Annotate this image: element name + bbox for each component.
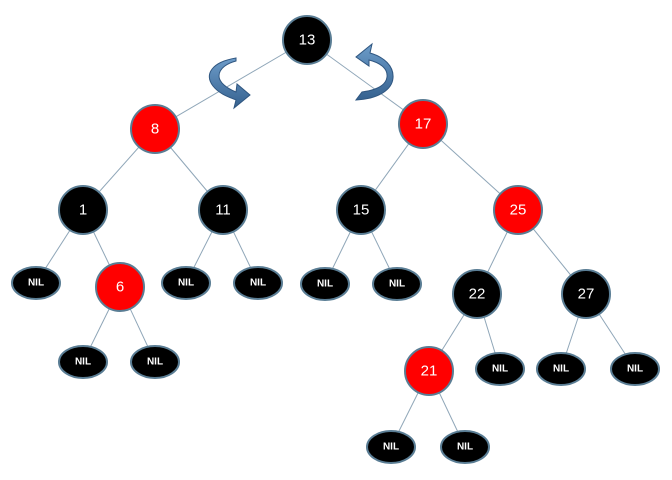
- rotation-arrows: [208, 42, 394, 110]
- black-node-circle: [561, 269, 611, 319]
- tree-node-n8: 8: [130, 104, 180, 154]
- node-label: 25: [510, 202, 527, 219]
- node-label: NIL: [250, 278, 266, 289]
- black-node-circle: [452, 269, 502, 319]
- black-node-circle: [610, 352, 660, 386]
- node-label: NIL: [178, 278, 194, 289]
- nil-leaf-nil27a: NIL: [536, 352, 586, 386]
- red-node-circle: [130, 104, 180, 154]
- nil-leaf-nil15b: NIL: [372, 267, 422, 301]
- node-label: 15: [353, 202, 370, 219]
- black-node-circle: [366, 430, 416, 464]
- node-label: 27: [578, 286, 595, 303]
- node-label: 8: [151, 121, 159, 138]
- nil-leaf-nil11a: NIL: [161, 266, 211, 300]
- red-node-circle: [404, 346, 454, 396]
- black-node-circle: [372, 267, 422, 301]
- edge-n13-n8: [154, 39, 308, 130]
- node-label: NIL: [457, 442, 473, 453]
- node-label: 17: [415, 116, 432, 133]
- black-node-circle: [130, 345, 180, 379]
- red-node-circle: [95, 262, 145, 312]
- black-node-circle: [282, 15, 332, 65]
- tree-node-n22: 22: [452, 269, 502, 319]
- node-label: 22: [469, 286, 486, 303]
- edges-layer: [35, 39, 636, 448]
- nil-leaf-nil6b: NIL: [130, 345, 180, 379]
- node-label: NIL: [492, 364, 508, 375]
- tree-node-n21: 21: [404, 346, 454, 396]
- node-label: NIL: [28, 278, 44, 289]
- red-node-circle: [398, 99, 448, 149]
- nil-leaf-nil1a: NIL: [11, 266, 61, 300]
- rotate-right-icon: [354, 42, 394, 101]
- tree-node-n6: 6: [95, 262, 145, 312]
- black-node-circle: [300, 267, 350, 301]
- tree-node-n11: 11: [198, 185, 248, 235]
- tree-node-n13: 13: [282, 15, 332, 65]
- nil-leaf-nil22b: NIL: [475, 352, 525, 386]
- node-label: 6: [116, 279, 124, 296]
- tree-node-n25: 25: [493, 185, 543, 235]
- nil-leaf-nil21a: NIL: [366, 430, 416, 464]
- node-label: NIL: [553, 364, 569, 375]
- nil-leaf-nil6a: NIL: [58, 345, 108, 379]
- node-label: NIL: [389, 279, 405, 290]
- tree-node-n27: 27: [561, 269, 611, 319]
- red-node-circle: [493, 185, 543, 235]
- black-node-circle: [475, 352, 525, 386]
- black-node-circle: [58, 185, 108, 235]
- black-node-circle: [161, 266, 211, 300]
- nil-leaf-nil27b: NIL: [610, 352, 660, 386]
- node-label: 1: [79, 202, 87, 219]
- black-node-circle: [233, 266, 283, 300]
- tree-node-n17: 17: [398, 99, 448, 149]
- node-label: 21: [421, 363, 438, 380]
- nil-leaf-nil15a: NIL: [300, 267, 350, 301]
- node-label: NIL: [317, 279, 333, 290]
- rotate-left-icon: [208, 57, 251, 110]
- node-label: NIL: [75, 357, 91, 368]
- black-node-circle: [440, 430, 490, 464]
- tree-node-n15: 15: [336, 185, 386, 235]
- node-label: NIL: [627, 364, 643, 375]
- black-node-circle: [198, 185, 248, 235]
- nil-leaf-nil11b: NIL: [233, 266, 283, 300]
- node-label: NIL: [147, 357, 163, 368]
- tree-node-n1: 1: [58, 185, 108, 235]
- nil-leaf-nil21b: NIL: [440, 430, 490, 464]
- node-label: 13: [299, 32, 316, 49]
- black-node-circle: [11, 266, 61, 300]
- node-label: NIL: [383, 442, 399, 453]
- black-node-circle: [536, 352, 586, 386]
- black-node-circle: [58, 345, 108, 379]
- black-node-circle: [336, 185, 386, 235]
- node-label: 11: [215, 202, 231, 219]
